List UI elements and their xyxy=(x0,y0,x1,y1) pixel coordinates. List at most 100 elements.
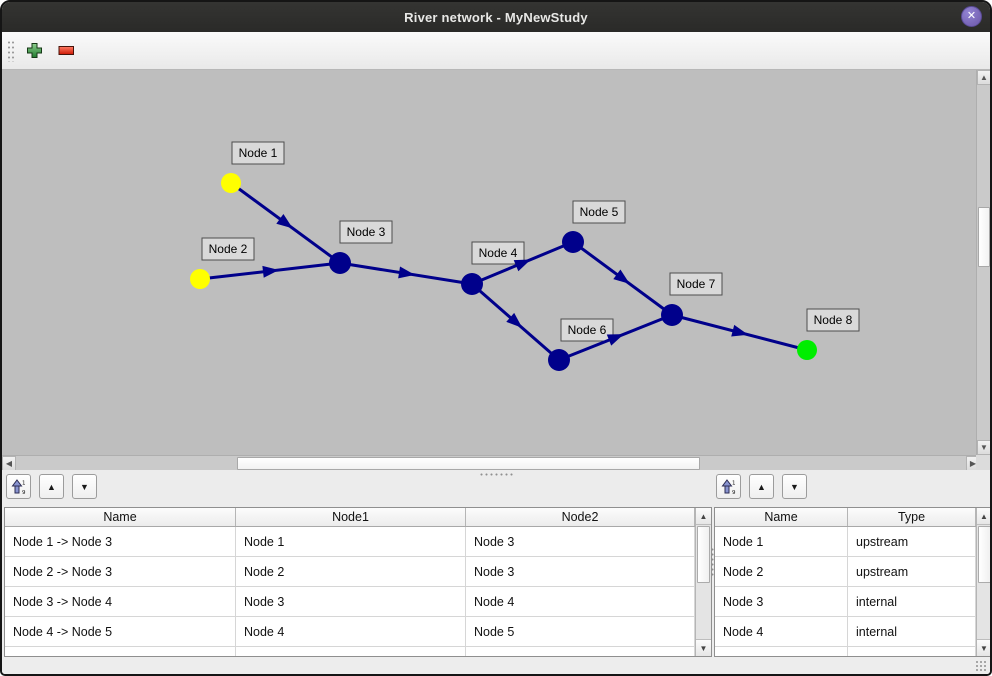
table-cell[interactable]: Node 1 -> Node 3 xyxy=(5,527,236,556)
network-node[interactable] xyxy=(461,273,483,295)
resize-grip-icon[interactable] xyxy=(975,660,987,672)
horizontal-scroll-thumb[interactable] xyxy=(237,457,700,470)
add-node-button[interactable] xyxy=(21,38,47,64)
table-cell xyxy=(466,647,695,656)
svg-text:9: 9 xyxy=(732,490,736,495)
network-node[interactable] xyxy=(190,269,210,289)
toolbar-drag-handle[interactable] xyxy=(7,39,14,62)
network-node[interactable] xyxy=(661,304,683,326)
column-header[interactable]: Node1 xyxy=(236,508,466,526)
table-cell[interactable]: Node 4 xyxy=(466,587,695,616)
table-cell[interactable]: Node 3 xyxy=(236,587,466,616)
node-label: Node 6 xyxy=(560,318,614,342)
column-header[interactable]: Node2 xyxy=(466,508,695,526)
scroll-up-icon[interactable]: ▲ xyxy=(977,70,990,85)
svg-text:Node 6: Node 6 xyxy=(568,323,607,337)
table-vertical-scrollbar[interactable]: ▲▼ xyxy=(695,508,711,656)
branch-move-up-button[interactable]: ▲ xyxy=(39,474,64,499)
flow-direction-arrow-icon xyxy=(613,269,630,284)
scroll-up-icon[interactable]: ▲ xyxy=(696,508,711,525)
svg-text:Node 5: Node 5 xyxy=(580,205,619,219)
table-cell[interactable]: Node 4 xyxy=(236,617,466,646)
node-move-up-button[interactable]: ▲ xyxy=(749,474,774,499)
canvas-horizontal-scrollbar[interactable]: ◀ ▶ xyxy=(2,455,980,471)
branch-table-toolbar: 1 9 ▲ ▼ xyxy=(6,474,97,499)
svg-text:1: 1 xyxy=(22,480,26,486)
table-cell[interactable]: Node 3 xyxy=(466,557,695,586)
table-scroll-thumb[interactable] xyxy=(697,526,710,583)
node-label: Node 7 xyxy=(669,272,723,296)
scroll-down-icon[interactable]: ▼ xyxy=(977,440,990,455)
table-vertical-scrollbar[interactable]: ▲▼ xyxy=(976,508,990,656)
svg-text:9: 9 xyxy=(22,490,26,495)
close-button[interactable]: ✕ xyxy=(961,6,982,27)
table-cell[interactable]: Node 3 -> Node 4 xyxy=(5,587,236,616)
svg-text:Node 3: Node 3 xyxy=(347,225,386,239)
table-cell[interactable]: Node 2 -> Node 3 xyxy=(5,557,236,586)
scroll-down-icon[interactable]: ▼ xyxy=(696,639,711,656)
table-cell[interactable]: Node 4 xyxy=(715,617,848,646)
node-sort-button[interactable]: 1 9 xyxy=(716,474,741,499)
scroll-left-icon[interactable]: ◀ xyxy=(2,456,16,471)
network-node[interactable] xyxy=(797,340,817,360)
flow-direction-arrow-icon xyxy=(398,266,415,279)
table-cell xyxy=(5,647,236,656)
column-header[interactable]: Type xyxy=(848,508,976,526)
node-label: Node 5 xyxy=(572,200,626,224)
node-label: Node 2 xyxy=(201,237,255,261)
table-cell[interactable]: upstream xyxy=(848,527,976,556)
add-node-icon xyxy=(26,43,42,58)
table-cell[interactable]: Node 2 xyxy=(236,557,466,586)
table-cell[interactable]: internal xyxy=(848,617,976,646)
table-cell[interactable]: Node 1 xyxy=(236,527,466,556)
table-cell[interactable]: upstream xyxy=(848,557,976,586)
node-move-down-button[interactable]: ▼ xyxy=(782,474,807,499)
svg-text:Node 2: Node 2 xyxy=(209,242,248,256)
table-cell[interactable]: Node 4 -> Node 5 xyxy=(5,617,236,646)
table-cell[interactable]: Node 3 xyxy=(715,587,848,616)
vertical-splitter-handle[interactable] xyxy=(711,547,714,577)
column-header[interactable]: Name xyxy=(715,508,848,526)
table-cell[interactable]: Node 2 xyxy=(715,557,848,586)
branch-move-down-button[interactable]: ▼ xyxy=(72,474,97,499)
table-scroll-thumb[interactable] xyxy=(978,526,990,583)
remove-node-button[interactable] xyxy=(53,38,79,64)
branch-sort-button[interactable]: 1 9 xyxy=(6,474,31,499)
remove-node-icon xyxy=(58,46,74,55)
column-header[interactable]: Name xyxy=(5,508,236,526)
table-cell[interactable]: Node 1 xyxy=(715,527,848,556)
vertical-scroll-thumb[interactable] xyxy=(978,207,990,267)
table-cell[interactable]: Node 3 xyxy=(466,527,695,556)
flow-direction-arrow-icon xyxy=(606,334,624,346)
svg-text:Node 1: Node 1 xyxy=(239,146,278,160)
node-label: Node 3 xyxy=(339,220,393,244)
network-node[interactable] xyxy=(221,173,241,193)
flow-direction-arrow-icon xyxy=(276,214,293,229)
table-cell xyxy=(236,647,466,656)
scroll-up-icon[interactable]: ▲ xyxy=(977,508,990,525)
titlebar[interactable]: River network - MyNewStudy ✕ xyxy=(2,2,990,32)
table-cell[interactable]: Node 5 xyxy=(466,617,695,646)
network-node[interactable] xyxy=(329,252,351,274)
horizontal-splitter[interactable] xyxy=(2,470,990,479)
scroll-down-icon[interactable]: ▼ xyxy=(977,639,990,656)
table-cell[interactable]: internal xyxy=(848,587,976,616)
network-node[interactable] xyxy=(548,349,570,371)
flow-direction-arrow-icon xyxy=(731,324,749,337)
node-label: Node 8 xyxy=(806,308,860,332)
canvas-vertical-scrollbar[interactable]: ▲ ▼ xyxy=(976,70,990,455)
network-node[interactable] xyxy=(562,231,584,253)
